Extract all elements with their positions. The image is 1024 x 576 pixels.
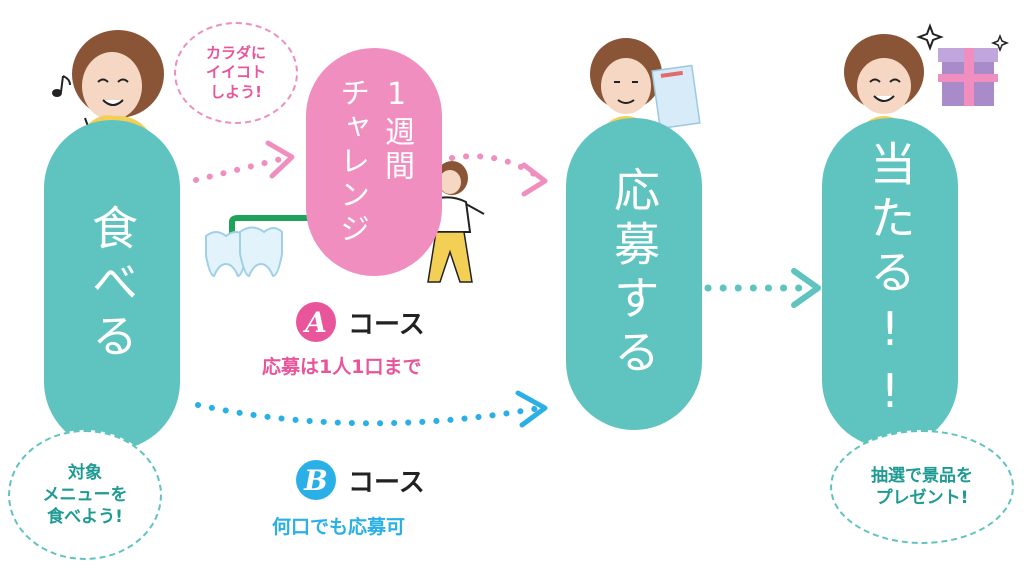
step-eat: 食べる [44,120,180,450]
arrow-eat-to-challenge [193,140,295,183]
course-a-badge: A [296,302,336,342]
step-challenge: 1週間 チャレンジ [306,48,442,276]
bubble-healthy: カラダに イイコト しよう! [174,22,298,124]
course-b-badge: B [296,460,336,500]
step-apply-label: 応募する [607,166,661,382]
step-win: 当たる!! [822,118,958,448]
bubble-prize: 抽選で景品を プレゼント! [830,430,1014,544]
gift-box-icon [938,48,998,106]
course-a-label: コース [348,309,425,340]
course-b-label: コース [348,467,425,498]
arrow-challenge-to-apply [449,153,548,197]
arrow-eat-to-apply-course-b [195,390,548,428]
step-apply: 応募する [566,118,702,430]
step-challenge-label: 1週間 チャレンジ [334,77,414,247]
course-b: B コース [296,460,425,500]
postcard-icon [651,64,701,130]
step-eat-label: 食べる [85,204,139,366]
step-win-label: 当たる!! [863,140,917,426]
course-a: A コース [296,302,425,342]
arrow-apply-to-win [704,268,821,308]
music-note-icon [52,75,71,97]
tooth-icon [205,226,283,278]
toothbrush-icon [229,215,333,239]
bubble-target-menu: 対象 メニューを 食べよう! [8,430,162,560]
course-a-note: 応募は1人1口まで [262,356,422,378]
sparkle-icon [916,23,1010,53]
course-b-note: 何口でも応募可 [272,516,406,538]
